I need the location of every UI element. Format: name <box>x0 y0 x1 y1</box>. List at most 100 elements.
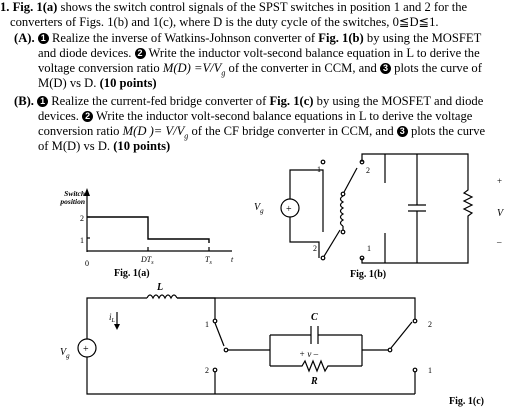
fig-1b-ref: Fig. 1(b) <box>318 31 364 45</box>
fig-1a-x-origin: 0 <box>85 259 89 268</box>
fig-1b-wire-bottom-right <box>361 248 469 264</box>
fig-1c-ref: Fig. 1(c) <box>269 94 314 108</box>
fig-1b-v-label: V <box>497 208 505 219</box>
fig-1b-top-switch-blade <box>342 167 358 195</box>
problem-line-1-text: shows the switch control signals of the … <box>60 0 468 14</box>
partB-line-3-a: conversion ratio <box>38 124 120 138</box>
problem-line-2: converters of Figs. 1(b) and 1(c), where… <box>10 15 439 30</box>
partA-ratio-sub: g <box>221 68 226 78</box>
fig-1c-caption: Fig. 1(c) <box>449 396 484 407</box>
fig-1b-v-minus: – <box>496 237 502 247</box>
partA-line-1-tail: by using the MOSFET <box>366 31 482 45</box>
circle-1-icon: 1 <box>37 96 49 107</box>
fig-1a-x-ts: Ts <box>205 255 212 266</box>
partA-line-2-b: Write the inductor volt-second balance e… <box>148 46 480 60</box>
fig-1a-ylabel-1: Switch <box>64 189 85 198</box>
fig-1a-ylabel-2: position <box>59 197 85 206</box>
problem-number: 1. <box>0 0 10 14</box>
partB-line-2-b: Write the inductor volt-second balance e… <box>96 109 473 123</box>
fig-1b-wire-bottom <box>289 217 320 258</box>
fig-1a-caption: Fig. 1(a) <box>114 268 150 279</box>
partB-points: (10 points) <box>113 139 171 153</box>
partA-line-1-text: Realize the inverse of Watkins-Johnson c… <box>51 31 316 45</box>
partA-line-3: voltage conversion ratio M(D) =V/Vg of t… <box>38 61 482 81</box>
fig-1b-bot-2: 2 <box>313 244 317 253</box>
fig-1b-circuit: + Vg 1 2 2 1 + V – Fig. 1(b) <box>254 153 505 280</box>
fig-1a-ref: Fig. 1(a) <box>12 0 58 14</box>
fig-1c-vg-plus: + <box>83 344 89 355</box>
fig-1c-circuit: + Vg L iL 1 2 C + v – R <box>60 282 484 407</box>
fig-1c-right-contact-2 <box>412 318 418 324</box>
fig-1b-bottom-switch-blade <box>322 229 341 259</box>
fig-1c-right-contact-1 <box>412 367 418 373</box>
fig-1c-right-pivot <box>387 347 393 353</box>
fig-1c-wire-top <box>177 297 416 319</box>
circle-2-icon: 2 <box>134 48 146 59</box>
circle-2-icon: 2 <box>82 111 94 122</box>
fig-1b-top-pivot <box>340 191 346 197</box>
fig-1b-bot-1: 1 <box>367 244 371 253</box>
partB-ratio-sub: g <box>184 131 189 141</box>
partB-line-2: devices. 2 Write the inductor volt-secon… <box>38 109 472 124</box>
fig-1c-right-2: 2 <box>428 320 432 329</box>
partB-line-4-text: of M(D) vs D. <box>38 139 111 153</box>
fig-1c-wire-inductor-right <box>177 297 216 319</box>
fig-1a-x-t: t <box>231 255 234 264</box>
fig-1c-left-switch-blade <box>214 322 225 347</box>
fig-1b-top-1: 1 <box>317 165 321 174</box>
problem-line-1: 1. Fig. 1(a) shows the switch control si… <box>0 0 467 15</box>
partA-line-1: (A). 1 Realize the inverse of Watkins-Jo… <box>14 31 481 46</box>
fig-1c-R-label: R <box>310 376 318 387</box>
fig-1b-v-plus: + <box>497 176 502 186</box>
arrow-down-icon <box>114 324 120 330</box>
fig-1b-vg-label: Vg <box>254 202 264 215</box>
partA-label: (A). <box>14 31 35 45</box>
fig-1c-right-1: 1 <box>428 366 432 375</box>
fig-1b-top-2: 2 <box>366 166 370 175</box>
y-axis-arrow-icon <box>84 188 90 196</box>
fig-1c-left-2: 2 <box>205 366 209 375</box>
fig-1c-right-switch-blade <box>390 321 413 349</box>
fig-1a-y-tick-1: 1 <box>80 236 84 245</box>
problem-line-2-text: converters of Figs. 1(b) and 1(c), where… <box>10 15 439 29</box>
partB-line-1-text: Realize the current-fed bridge converter… <box>51 94 267 108</box>
fig-1b-bottom-contact-2 <box>320 255 326 261</box>
fig-1b-vg-plus: + <box>286 204 292 215</box>
fig-1c-wire-bottom <box>86 357 415 395</box>
fig-1c-vg-label: Vg <box>60 347 70 360</box>
fig-1c-v-label: + v – <box>299 349 319 359</box>
partA-line-3-b: of the converter in CCM, and <box>228 61 377 75</box>
fig-1a-x-dt: DTs <box>140 255 154 266</box>
partB-line-1: (B). 1 Realize the current-fed bridge co… <box>14 94 483 109</box>
circle-3-icon: 3 <box>396 126 408 137</box>
partA-line-2: and diode devices. 2 Write the inductor … <box>38 46 480 61</box>
fig-1b-wire-top-right <box>361 153 469 168</box>
partB-line-3-c: plots the curve <box>410 124 486 138</box>
fig-1b-resistor-icon <box>462 168 474 248</box>
partB-line-2-a: devices. <box>38 109 79 123</box>
fig-1c-left-contact-2 <box>212 367 218 373</box>
partA-line-2-a: and diode devices. <box>38 46 132 60</box>
fig-1c-L-label: L <box>156 282 163 293</box>
fig-1c-iL-label: iL <box>109 312 116 324</box>
circle-1-icon: 1 <box>37 33 49 44</box>
partB-line-1-tail: by using the MOSFET and diode <box>316 94 484 108</box>
fig-1b-inductor-icon <box>339 195 345 227</box>
partB-ratio: M(D )= V/V <box>122 124 185 138</box>
fig-1c-left-pivot <box>223 347 229 353</box>
fig-1c-inductor-icon <box>146 294 178 300</box>
fig-1a-y-tick-2: 2 <box>80 214 84 223</box>
circle-3-icon: 3 <box>379 63 391 74</box>
partB-label: (B). <box>14 94 34 108</box>
partA-line-4: M(D) vs D. (10 points) <box>38 76 157 91</box>
fig-1b-wire-left <box>289 169 324 232</box>
partA-points: (10 points) <box>99 76 157 90</box>
fig-1a-waveform: Switch position 2 1 0 DTs Ts t Fig. 1(a) <box>59 188 234 279</box>
fig-1c-resistor-icon <box>270 359 362 373</box>
fig-1c-left-contact-1 <box>212 318 218 324</box>
fig-1c-C-label: C <box>311 312 318 323</box>
fig-1a-switch-signal <box>87 216 210 243</box>
partA-ratio: M(D) =V/V <box>162 61 222 75</box>
partA-line-3-a: voltage conversion ratio <box>38 61 160 75</box>
